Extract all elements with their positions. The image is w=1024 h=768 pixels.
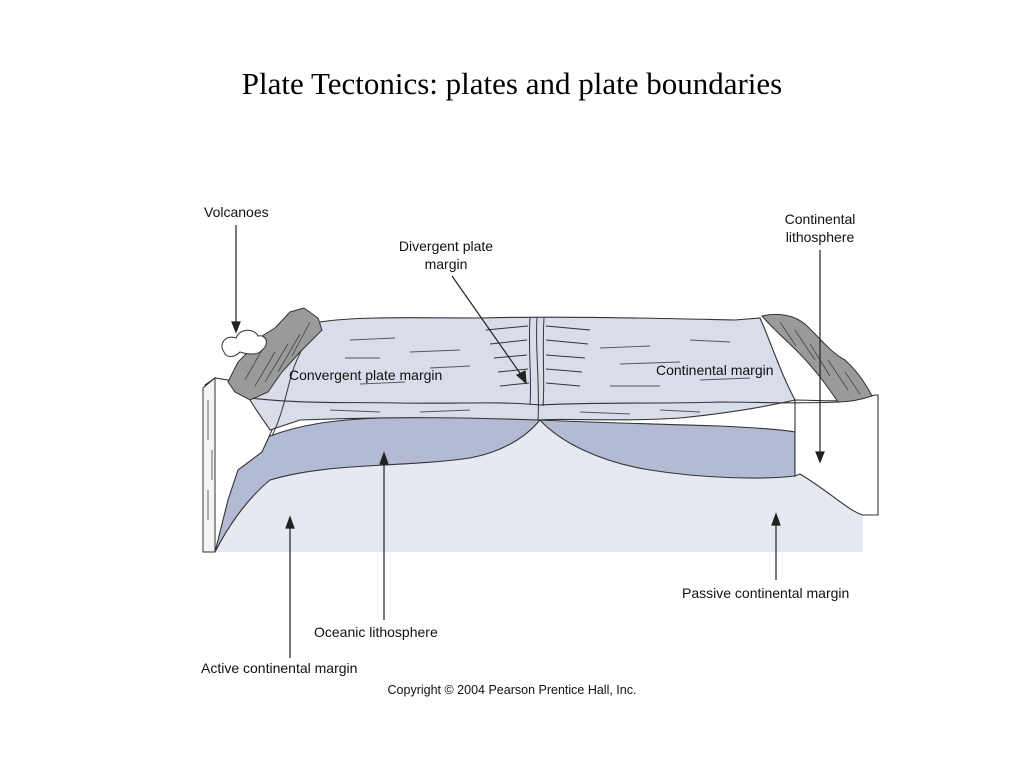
label-divergent-line2: margin	[424, 256, 468, 272]
copyright-notice: Copyright © 2004 Pearson Prentice Hall, …	[387, 683, 637, 697]
label-divergent-line1: Divergent plate	[398, 238, 494, 254]
slide-title: Plate Tectonics: plates and plate bounda…	[241, 66, 783, 101]
ocean-surface-texture	[329, 337, 751, 415]
continent-right-block	[794, 394, 879, 516]
label-convergent-plate-margin: Convergent plate margin	[289, 367, 443, 383]
ocean-front-edge	[249, 397, 841, 406]
mid-ocean-ridge	[485, 317, 591, 421]
label-divergent-plate-margin: Divergent plate margin	[386, 237, 506, 273]
annotation-arrows	[231, 225, 825, 658]
label-active-continental-margin: Active continental margin	[201, 660, 358, 676]
label-oceanic-lithosphere: Oceanic lithosphere	[314, 624, 438, 640]
label-volcanoes: Volcanoes	[204, 204, 269, 220]
label-passive-continental-margin: Passive continental margin	[682, 585, 850, 601]
continent-left-texture	[207, 400, 213, 520]
label-continental-margin: Continental margin	[656, 362, 774, 378]
mantle-front-face	[215, 420, 863, 552]
mountain-ridges-left	[244, 321, 311, 387]
left-side-face	[202, 376, 216, 553]
label-continental-lithosphere-line2: lithosphere	[785, 229, 855, 245]
volcano-cloud	[221, 329, 267, 357]
label-continental-lithosphere-line1: Continental	[784, 211, 856, 227]
label-continental-lithosphere: Continental lithosphere	[772, 210, 868, 246]
